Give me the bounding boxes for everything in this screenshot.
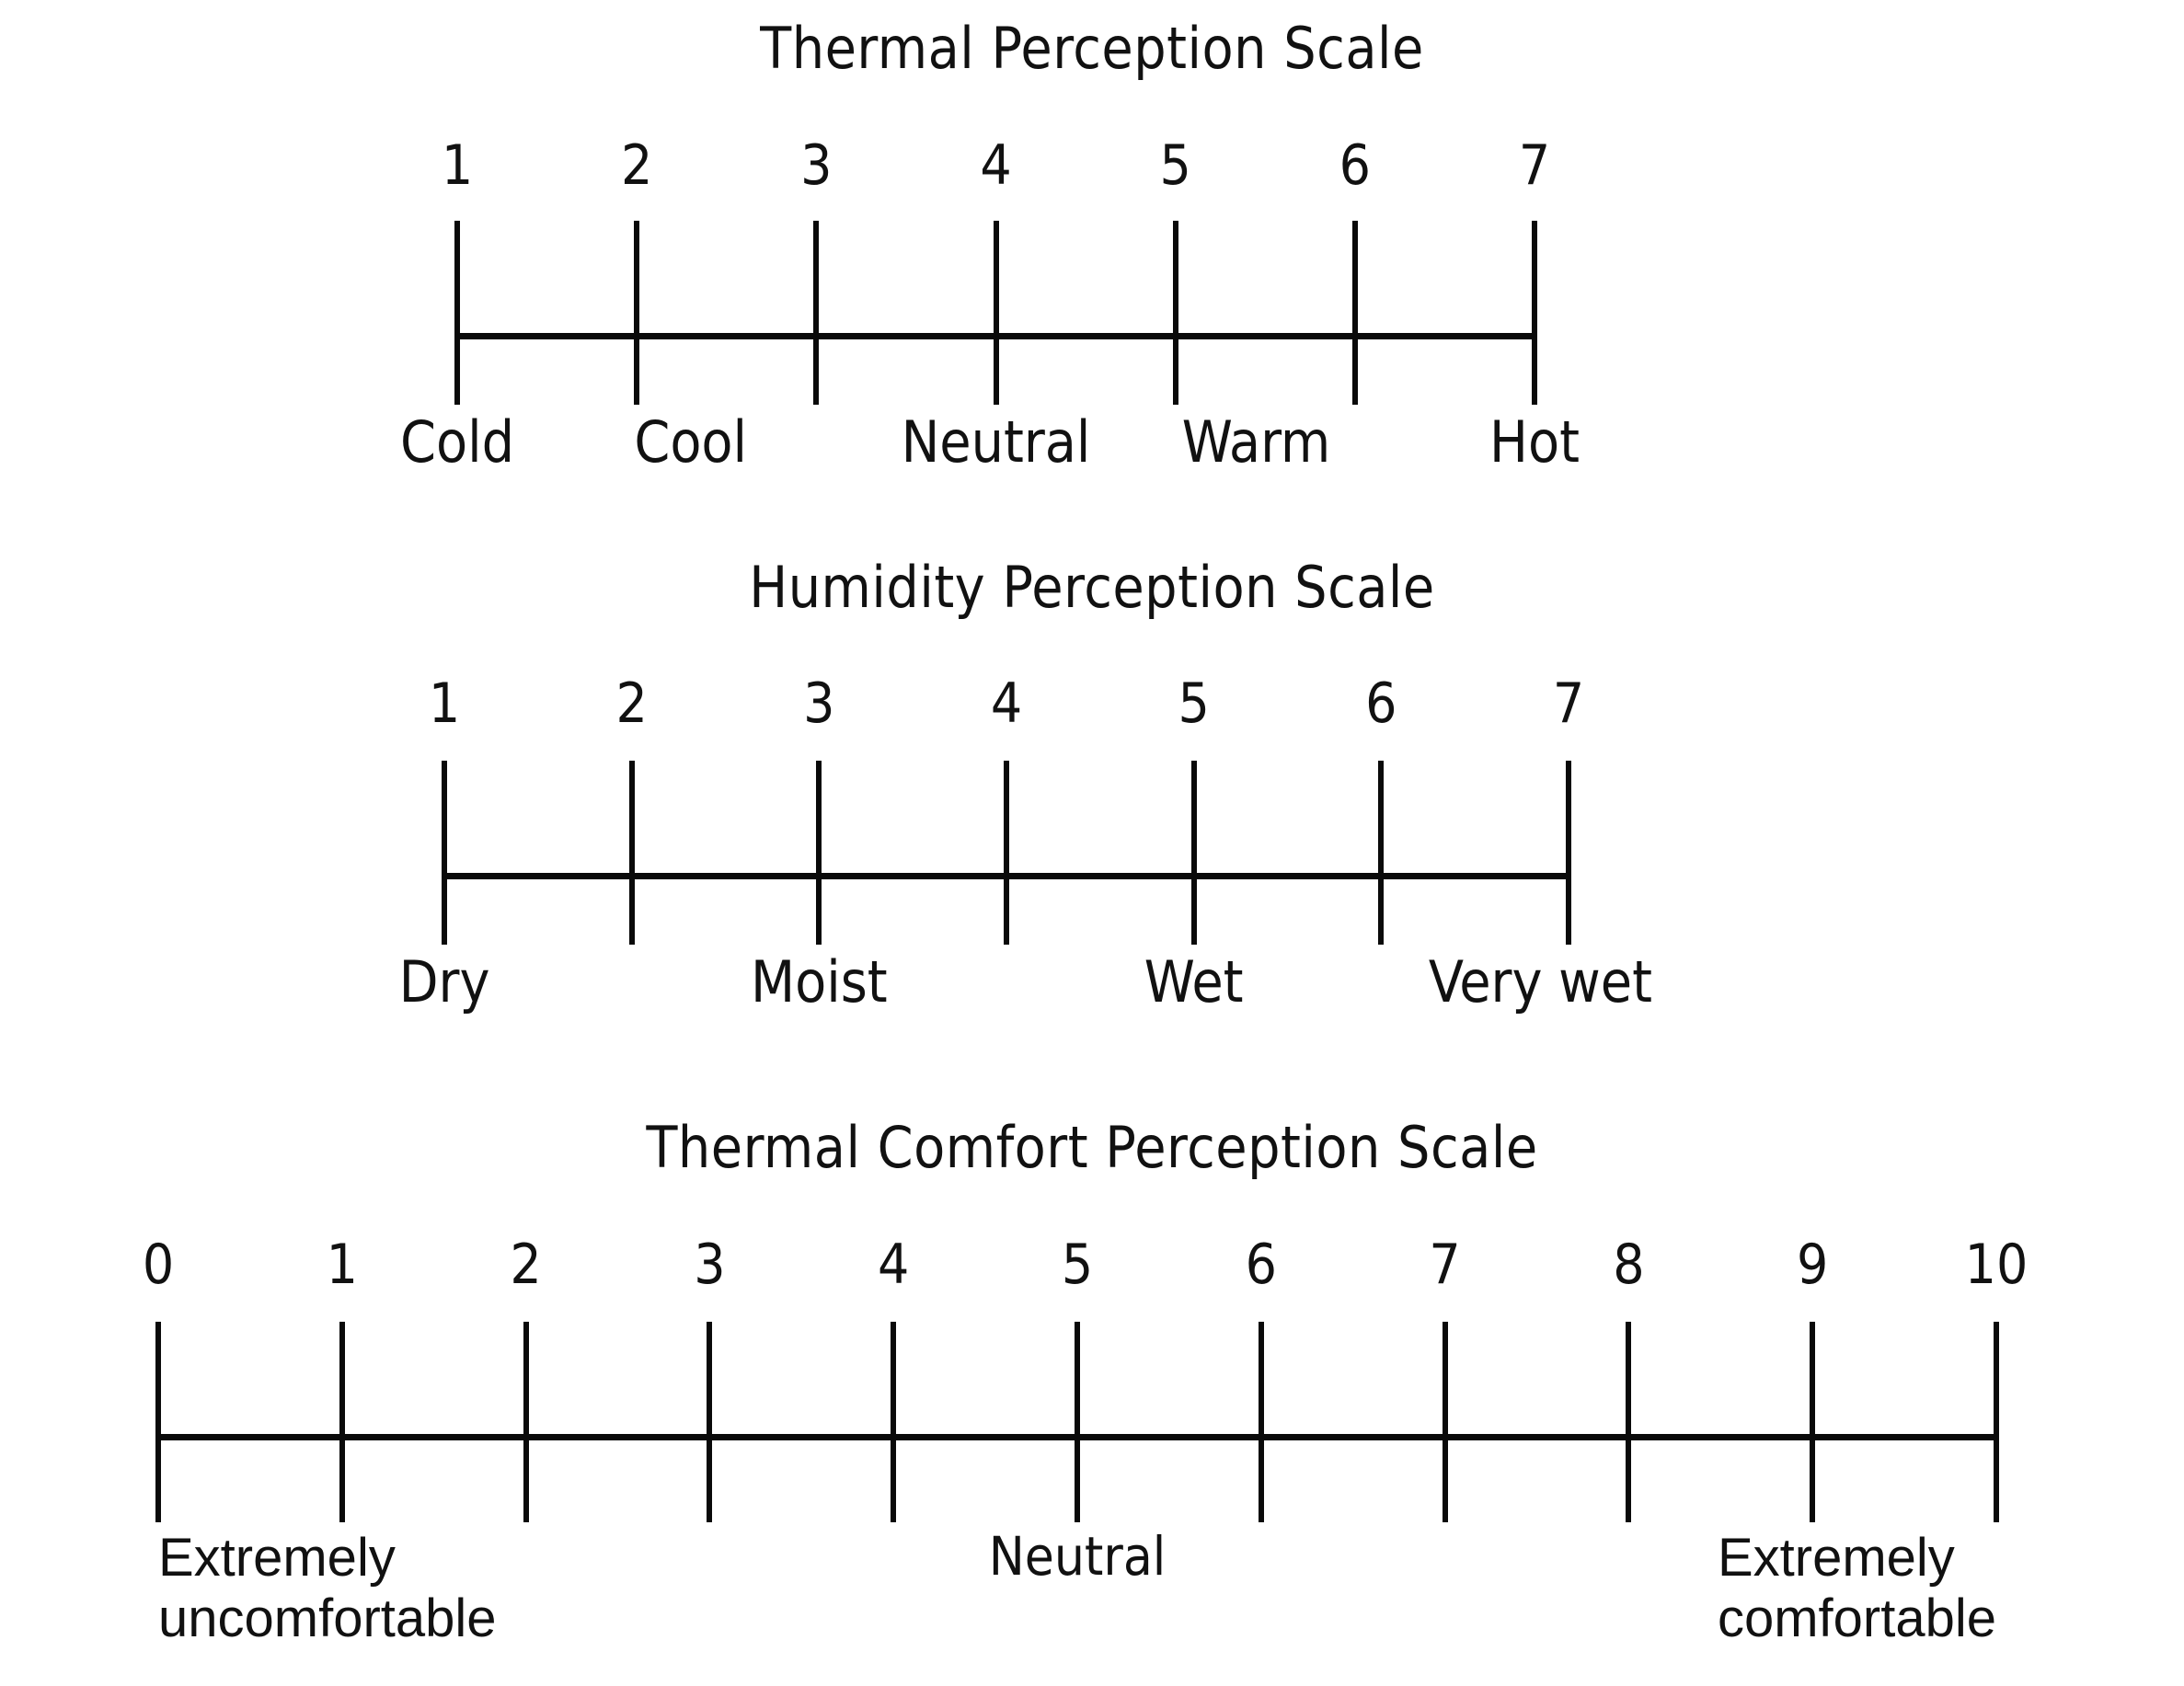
axis-tick-label: 1 <box>441 133 474 198</box>
axis-tick-label: 7 <box>1552 671 1585 736</box>
axis-tick-label: 7 <box>1518 133 1551 198</box>
axis-tick <box>634 221 640 405</box>
humidity-perception-scale-title: Humidity Perception Scale <box>749 554 1435 621</box>
scale-anchor-label: Dry <box>398 948 490 1015</box>
axis-tick <box>155 1322 161 1522</box>
axis-tick <box>454 221 460 405</box>
thermal-comfort-perception-scale-title: Thermal Comfort Perception Scale <box>646 1114 1538 1181</box>
axis-tick-label: 5 <box>1159 133 1191 198</box>
scale-anchor-label: Cold <box>400 408 514 476</box>
axis-tick <box>1172 221 1178 405</box>
axis-tick <box>813 221 820 405</box>
axis-tick-label: 4 <box>980 133 1012 198</box>
axis-tick-label: 9 <box>1797 1233 1829 1297</box>
axis-tick <box>1004 761 1009 945</box>
axis-tick-label: 5 <box>1061 1233 1094 1297</box>
axis-tick-label: 6 <box>1245 1233 1277 1297</box>
axis-tick <box>523 1322 529 1522</box>
axis-tick <box>891 1322 897 1522</box>
axis-tick <box>1626 1322 1632 1522</box>
axis-tick-label: 4 <box>990 671 1023 736</box>
axis-tick <box>442 761 447 945</box>
axis-tick <box>339 1322 345 1522</box>
axis-tick <box>707 1322 713 1522</box>
thermal-perception-scale-title: Thermal Perception Scale <box>760 15 1424 82</box>
axis-tick-label: 4 <box>878 1233 910 1297</box>
axis-tick-label: 3 <box>694 1233 726 1297</box>
axis-tick <box>1378 761 1385 945</box>
axis-tick-label: 2 <box>620 133 653 198</box>
axis-tick-label: 1 <box>428 671 461 736</box>
axis-tick <box>1442 1322 1448 1522</box>
axis-tick <box>628 761 635 945</box>
axis-tick-label: 6 <box>1365 671 1397 736</box>
scale-anchor-label: Extremely uncomfortable <box>158 1528 497 1648</box>
scale-anchor-label: Very wet <box>1428 948 1652 1015</box>
axis-tick-label: 8 <box>1613 1233 1645 1297</box>
axis-tick <box>1994 1322 1999 1522</box>
scale-anchor-label: Moist <box>750 948 888 1015</box>
scale-anchor-label: Neutral <box>901 408 1091 476</box>
axis-tick <box>816 761 822 945</box>
axis-tick <box>1532 221 1537 405</box>
axis-tick <box>1351 221 1358 405</box>
axis-tick-label: 3 <box>803 671 835 736</box>
axis-tick-label: 6 <box>1339 133 1371 198</box>
axis-tick-label: 0 <box>142 1233 175 1297</box>
scale-anchor-label: Wet <box>1144 948 1244 1015</box>
scale-anchor-label: Extremely comfortable <box>1717 1528 1996 1648</box>
axis-tick <box>1810 1322 1816 1522</box>
scale-anchor-label: Neutral <box>988 1525 1167 1588</box>
scale-anchor-label: Hot <box>1489 408 1580 476</box>
axis-tick <box>1075 1322 1080 1522</box>
axis-tick <box>993 221 999 405</box>
thermal-comfort-perception-scale-block: Thermal Comfort Perception Scale 0 1 2 3 4 5 6… <box>0 1108 2184 1686</box>
scale-anchor-label: Warm <box>1181 408 1331 476</box>
axis-tick <box>1258 1322 1264 1522</box>
axis-tick-label: 1 <box>326 1233 358 1297</box>
axis-tick-label: 3 <box>800 133 833 198</box>
scale-anchor-label: Cool <box>634 408 748 476</box>
axis-tick-label: 5 <box>1178 671 1210 736</box>
axis-tick <box>1566 761 1571 945</box>
axis-tick-label: 7 <box>1429 1233 1461 1297</box>
axis-tick-label: 10 <box>1964 1233 2029 1297</box>
axis-tick-label: 2 <box>615 671 648 736</box>
axis-tick <box>1190 761 1197 945</box>
axis-tick-label: 2 <box>510 1233 542 1297</box>
